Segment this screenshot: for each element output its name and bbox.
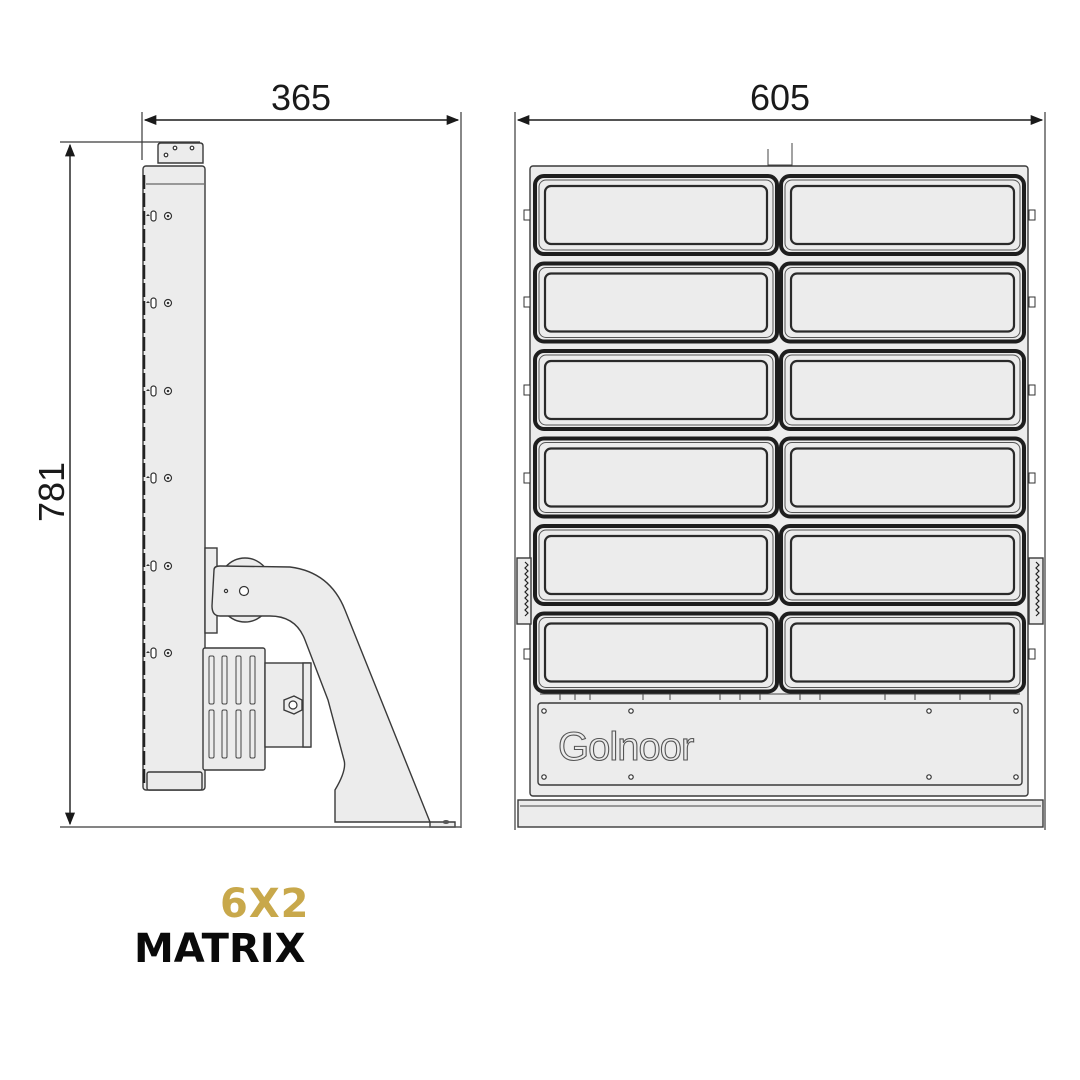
led-module	[533, 261, 1026, 344]
front-view: Golnoor	[516, 143, 1044, 828]
brand-logo: Golnoor	[558, 725, 694, 769]
driver-box	[202, 647, 266, 771]
base-bar	[517, 799, 1044, 828]
led-module	[533, 436, 1026, 519]
dimension-side-width: 365	[141, 77, 462, 828]
product-series-label: MATRIX	[134, 926, 306, 972]
dimension-label-365: 365	[271, 77, 331, 118]
product-config-label: 6X2	[220, 881, 310, 927]
led-module	[533, 349, 1026, 431]
dimension-front-width: 605	[514, 77, 1046, 830]
led-module	[533, 524, 1026, 606]
dimension-label-781: 781	[31, 462, 72, 522]
led-module	[533, 174, 1026, 256]
logo-plate	[537, 702, 1023, 786]
led-module-grid	[533, 174, 1026, 694]
left-side-bracket	[516, 557, 532, 625]
mounting-arm	[211, 565, 432, 823]
side-screws	[146, 210, 173, 659]
side-view	[140, 142, 461, 828]
hanger-hook	[767, 143, 793, 166]
led-module	[533, 611, 1026, 694]
right-side-bracket	[1028, 557, 1044, 625]
dimension-label-605: 605	[750, 77, 810, 118]
